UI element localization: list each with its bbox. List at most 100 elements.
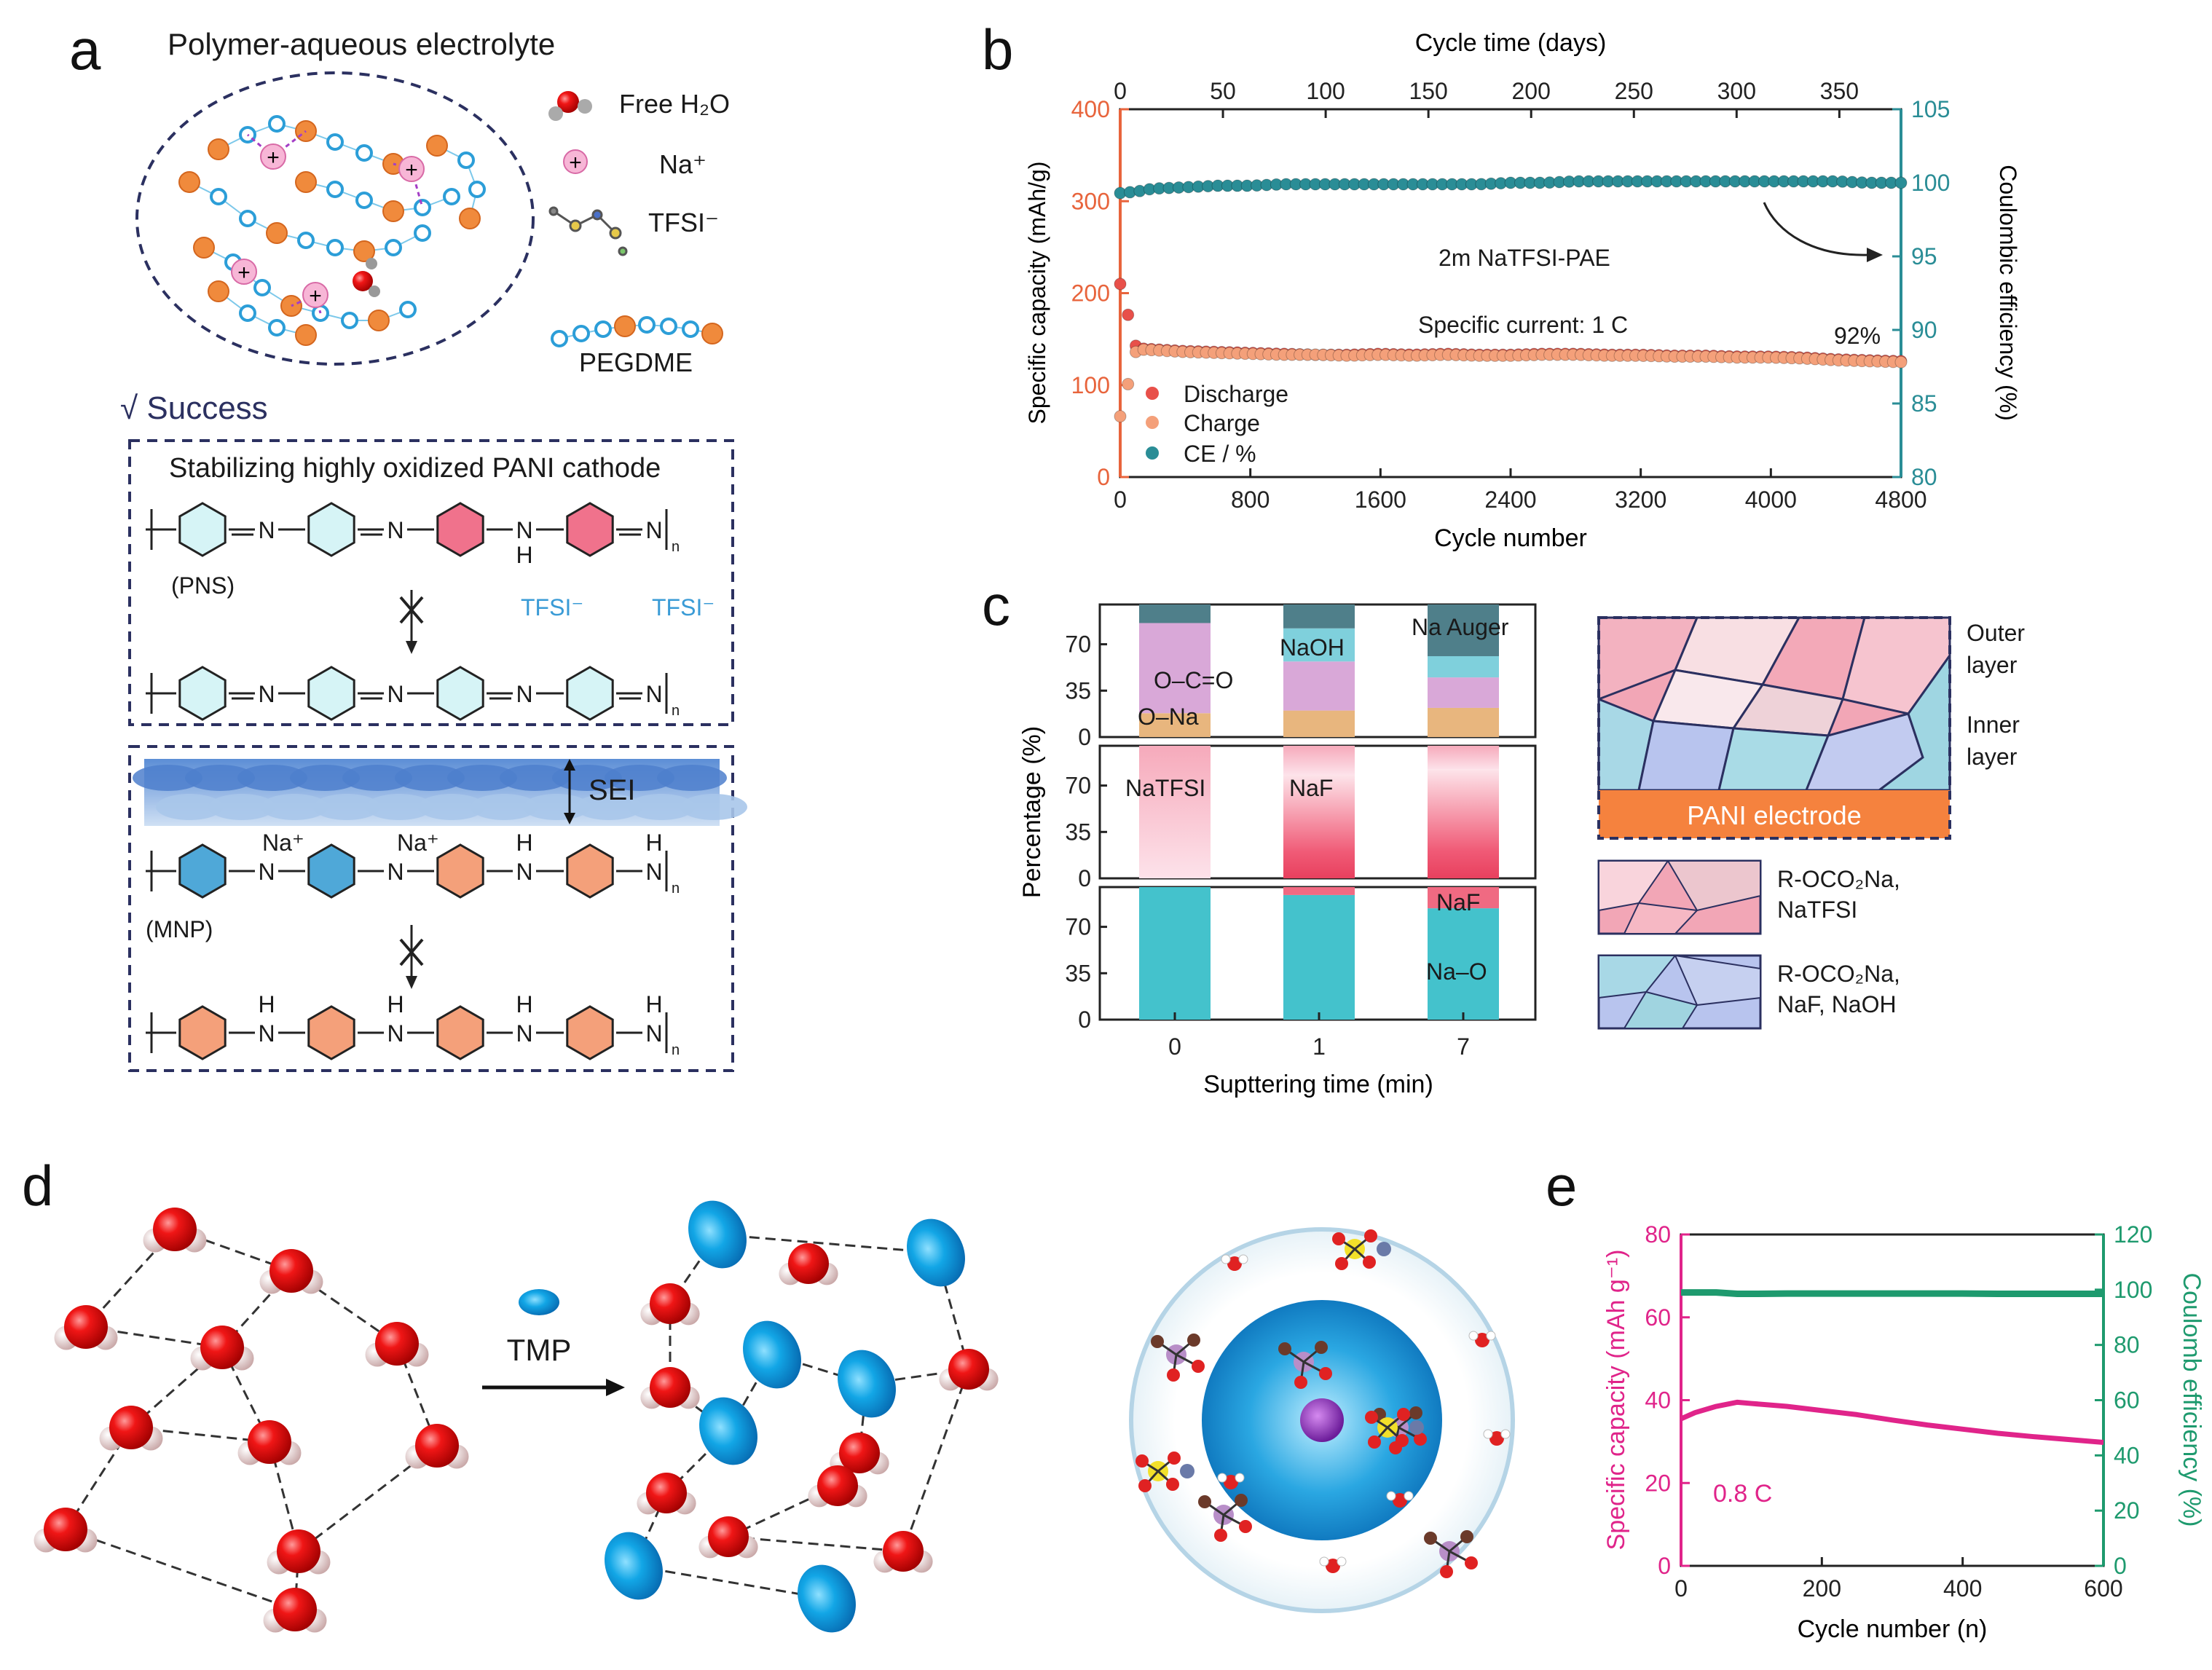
oxygen-bead — [178, 171, 200, 193]
atom — [1167, 1368, 1180, 1382]
c-bar-bottom-naf — [1283, 887, 1355, 895]
ch2-bead — [341, 312, 358, 329]
oxygen-atom — [839, 1433, 880, 1473]
chart-b-top-axis-label: Cycle time (days) — [1415, 29, 1607, 57]
nitrogen-atom: N — [645, 517, 662, 543]
benzene-ring — [178, 502, 227, 557]
b-x2tick-label: 150 — [1409, 78, 1447, 104]
b-xtick-label: 3200 — [1615, 487, 1666, 513]
hydrogen-atom: H — [516, 991, 532, 1017]
hydrogen-atom: H — [516, 542, 532, 568]
oxygen-atom — [817, 1465, 858, 1506]
svg-text:+: + — [309, 284, 322, 308]
ch2-bead — [457, 151, 475, 169]
ch2-bead — [268, 115, 286, 133]
b-point-charge — [1114, 410, 1127, 423]
b-x2tick-label: 300 — [1717, 78, 1756, 104]
c-bar-top-oco — [1428, 677, 1499, 708]
e-xtick-label: 200 — [1803, 1575, 1841, 1602]
c-bar-top-naauger — [1283, 604, 1355, 629]
ch2-bead — [326, 181, 344, 198]
water-h — [1337, 1556, 1347, 1567]
b-xtick-label: 2400 — [1484, 487, 1536, 513]
sei-grain — [418, 794, 485, 820]
hbond-line — [669, 1386, 729, 1433]
c-bar-top-naauger — [1139, 604, 1211, 623]
tmp-arrow: TMP — [482, 1289, 625, 1396]
b-point-discharge — [1114, 277, 1127, 291]
oxygen-bead — [368, 310, 390, 331]
sei-box — [128, 745, 734, 1072]
chart-e-right-label: Coulomb efficiency (%) — [2178, 1273, 2205, 1527]
atom — [1235, 1494, 1248, 1507]
b-x2tick-label: 50 — [1210, 78, 1236, 104]
b-y2tick-label: 100 — [1911, 170, 1950, 196]
nitrogen-atom: N — [516, 681, 532, 707]
sei-layer: SEI — [133, 759, 747, 826]
benzene-ring — [436, 843, 484, 899]
chart-b-annot-retention: 92% — [1834, 323, 1881, 349]
oxygen-atom — [109, 1406, 153, 1449]
coordination-line — [247, 133, 274, 158]
tfsi-anion-1: TFSI⁻ — [521, 594, 583, 621]
c-annot-natfsi: NaTFSI — [1125, 775, 1205, 801]
nitrogen-atom: N — [258, 859, 275, 885]
water-h — [1235, 1473, 1245, 1483]
atom — [1424, 1532, 1437, 1545]
oxygen-atom — [883, 1531, 924, 1572]
b-ytick-label: 0 — [1097, 464, 1110, 490]
pns-label: (PNS) — [171, 572, 235, 599]
panel-label-a: a — [69, 17, 101, 82]
oxygen-atom — [948, 1349, 989, 1390]
c-bar-top-oco — [1139, 623, 1211, 714]
e-ytick-label: 60 — [1645, 1304, 1671, 1331]
na-ions: + + + + — [231, 143, 425, 308]
e-y2tick-label: 120 — [2114, 1221, 2152, 1248]
pani-electrode-label: PANI electrode — [1687, 800, 1861, 830]
e-ytick-label: 80 — [1645, 1221, 1671, 1248]
c-bar-middle-naf — [1428, 769, 1499, 878]
benzene-ring — [178, 843, 227, 899]
sei-grain — [628, 794, 695, 820]
nitrogen-atom: N — [516, 859, 532, 885]
inner-shard — [1637, 720, 1735, 792]
oxygen-bead — [614, 315, 636, 337]
sei-grain — [208, 794, 275, 820]
atom — [1214, 1529, 1227, 1542]
e-y2tick-label: 80 — [2114, 1332, 2140, 1358]
chart-b-xlabel: Cycle number — [1434, 524, 1587, 552]
benzene-ring — [436, 1005, 484, 1060]
solvation-sphere — [1129, 1227, 1515, 1613]
water-h — [1483, 1429, 1493, 1439]
benzene-ring — [566, 843, 614, 899]
blocked-arrow-2 — [399, 925, 424, 989]
oxygen-atom — [708, 1516, 749, 1557]
atom — [1397, 1408, 1410, 1421]
water-h — [1319, 1556, 1329, 1567]
sei-grain — [261, 794, 328, 820]
ch2-bead — [572, 325, 590, 342]
c-bar-top-ona — [1428, 707, 1499, 737]
c-bar-middle-natfsi — [1283, 746, 1355, 776]
na-label-2: Na⁺ — [397, 830, 439, 856]
c-bar-top-ona — [1283, 710, 1355, 737]
c-annot-auger: Na Auger — [1412, 614, 1509, 640]
sei-grain — [290, 765, 360, 791]
ch2-bead — [638, 316, 656, 334]
b-y2tick-label: 85 — [1911, 390, 1937, 417]
atom — [1440, 1565, 1453, 1578]
tfsi-icon — [548, 206, 628, 256]
b-x2tick-label: 100 — [1306, 78, 1345, 104]
chart-b-arrow — [1763, 202, 1869, 256]
oxygen-bead — [295, 171, 317, 193]
b-y2tick-label: 105 — [1911, 96, 1950, 122]
nitrogen-atom: N — [387, 1020, 404, 1047]
ch2-bead — [210, 188, 227, 205]
atom — [1135, 1454, 1149, 1468]
atom — [1414, 1433, 1427, 1446]
oxygen-bead — [701, 323, 723, 344]
b-point-ce — [1894, 176, 1908, 189]
